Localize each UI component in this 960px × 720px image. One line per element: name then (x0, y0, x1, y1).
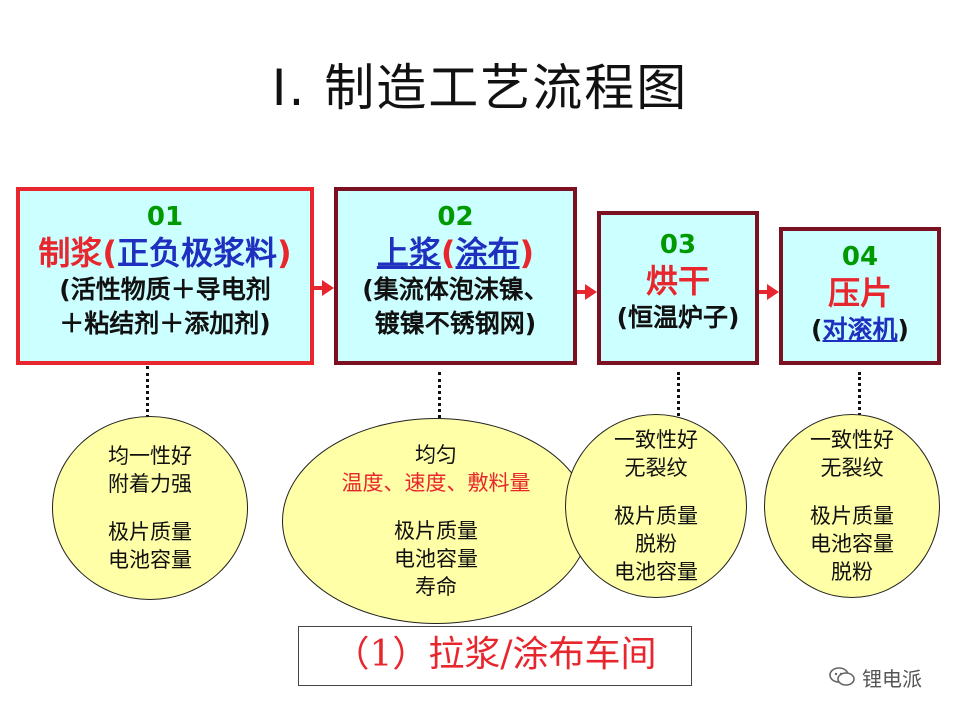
dotted-connector (677, 372, 680, 416)
step-03-box: 03 烘干 (恒温炉子) (597, 211, 759, 365)
flow-arrow (314, 280, 334, 296)
step-name: 烘干 (645, 262, 710, 300)
quality-ellipse-04: 一致性好 无裂纹 极片质量 电池容量 脱粉 (764, 414, 940, 598)
step-desc-part: ( (811, 315, 823, 344)
step-number: 02 (437, 202, 474, 232)
step-desc-part: ) (897, 315, 909, 344)
step-desc: (对滚机) (783, 313, 937, 347)
quality-line: 一致性好 (810, 428, 894, 452)
quality-ellipse-03: 一致性好 无裂纹 极片质量 脱粉 电池容量 (565, 414, 747, 598)
step-number: 03 (659, 230, 697, 260)
quality-line: 脱粉 (635, 532, 677, 556)
step-desc-line: (恒温炉子) (616, 303, 740, 332)
flow-arrow (759, 284, 779, 300)
step-02-box: 02 上浆(涂布) (集流体泡沫镍、 镀镍不锈钢网) (334, 187, 577, 365)
step-name-part: ) (519, 234, 535, 272)
quality-line: 寿命 (415, 575, 457, 599)
watermark-text: 锂电派 (862, 666, 922, 691)
step-desc-line: 镀镍不锈钢网) (374, 309, 537, 338)
workshop-caption: （1）拉浆/涂布车间 (298, 626, 692, 686)
step-desc-line: (集流体泡沫镍、 (362, 275, 549, 304)
page-title: I. 制造工艺流程图 (271, 59, 689, 117)
quality-line: 一致性好 (614, 428, 698, 452)
quality-ellipse-02: 均匀 温度、速度、敷料量 极片质量 电池容量 寿命 (282, 418, 590, 624)
quality-line: 电池容量 (108, 548, 192, 572)
quality-line: 附着力强 (108, 472, 192, 496)
quality-line: 无裂纹 (624, 456, 688, 480)
step-number: 01 (146, 202, 184, 232)
step-desc-link[interactable]: 对滚机 (822, 315, 898, 344)
step-name-part: 制浆( (38, 234, 117, 272)
step-desc-line: ＋粘结剂＋添加剂) (59, 309, 271, 338)
flow-arrow (577, 284, 597, 300)
step-name-part: 正负极浆料 (117, 234, 278, 272)
quality-line: 电池容量 (614, 560, 698, 584)
step-name-part: ( (440, 234, 456, 272)
step-name: 上浆(涂布) (338, 233, 573, 273)
quality-line: 无裂纹 (820, 456, 884, 480)
step-desc-line: (活性物质＋导电剂 (59, 275, 271, 304)
quality-line: 均匀 (415, 443, 457, 467)
quality-line-highlight: 温度、速度、敷料量 (341, 471, 531, 495)
quality-line: 极片质量 (394, 519, 478, 543)
step-name: 压片 (827, 274, 892, 312)
dotted-connector (146, 366, 149, 418)
step-name-part: ) (277, 234, 292, 272)
step-name-link[interactable]: 涂布 (455, 234, 520, 272)
step-04-box: 04 压片 (对滚机) (779, 227, 941, 365)
step-01-box: 01 制浆(正负极浆料) (活性物质＋导电剂 ＋粘结剂＋添加剂) (16, 187, 314, 365)
quality-line: 极片质量 (614, 504, 698, 528)
wechat-icon (829, 667, 855, 686)
quality-line: 极片质量 (108, 520, 192, 544)
step-name-link[interactable]: 上浆 (376, 234, 441, 272)
dotted-connector (858, 372, 861, 416)
quality-line: 脱粉 (831, 560, 873, 584)
step-number: 04 (841, 242, 879, 272)
quality-line: 均一性好 (108, 444, 192, 468)
dotted-connector (438, 372, 441, 418)
quality-line: 极片质量 (810, 504, 894, 528)
quality-line: 电池容量 (394, 547, 478, 571)
watermark: 锂电派 (828, 660, 922, 694)
step-name: 制浆(正负极浆料) (20, 233, 310, 273)
quality-line: 电池容量 (810, 532, 894, 556)
quality-ellipse-01: 均一性好 附着力强 极片质量 电池容量 (52, 416, 248, 600)
